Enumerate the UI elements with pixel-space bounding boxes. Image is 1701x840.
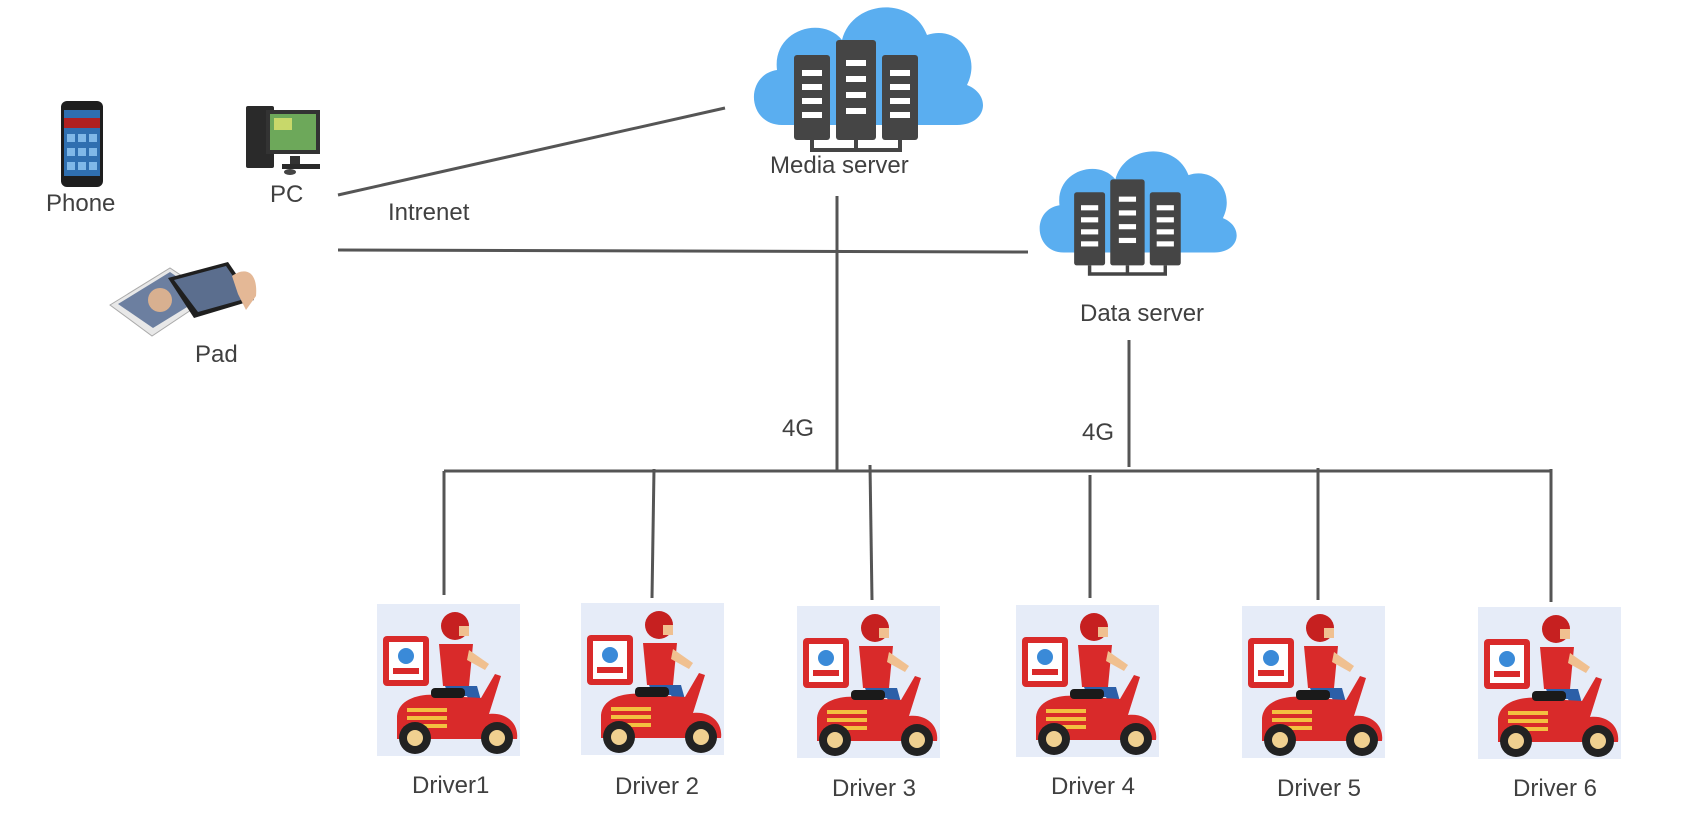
- internet-to-data-link: [337, 248, 1029, 254]
- data-link-label: 4G: [1082, 419, 1115, 446]
- pad-label: Pad: [195, 341, 238, 368]
- driver4-scooter-icon: [1016, 605, 1159, 757]
- driver2-scooter-icon: [581, 603, 724, 755]
- phone-label: Phone: [46, 190, 116, 217]
- driver1-label: Driver1: [412, 772, 490, 799]
- pc-to-media-link: [337, 106, 726, 197]
- driver2-drop-line: [650, 468, 656, 599]
- driver6-label: Driver 6: [1513, 775, 1598, 802]
- tablet-icon: [109, 262, 257, 337]
- driver3-drop-line: [868, 464, 874, 601]
- driver5-scooter-icon: [1242, 606, 1385, 758]
- driver3-label: Driver 3: [832, 775, 917, 802]
- pc-label: PC: [270, 181, 304, 208]
- driver4-label: Driver 4: [1051, 773, 1136, 800]
- data-server-label: Data server: [1080, 300, 1205, 327]
- media-link-label: 4G: [782, 415, 815, 442]
- media-server-cloud-icon: [751, 5, 986, 152]
- driver3-scooter-icon: [797, 606, 940, 758]
- driver1-scooter-icon: [377, 604, 520, 756]
- driver6-scooter-icon: [1478, 607, 1621, 759]
- media-server-label: Media server: [770, 152, 909, 179]
- smartphone-icon: [61, 101, 103, 187]
- connection-lines: [337, 106, 1553, 602]
- internet-label: Intrenet: [388, 199, 470, 226]
- desktop-pc-icon: [246, 106, 320, 175]
- driver2-label: Driver 2: [615, 773, 700, 800]
- driver5-label: Driver 5: [1277, 775, 1362, 802]
- data-server-cloud-icon: [1037, 149, 1239, 276]
